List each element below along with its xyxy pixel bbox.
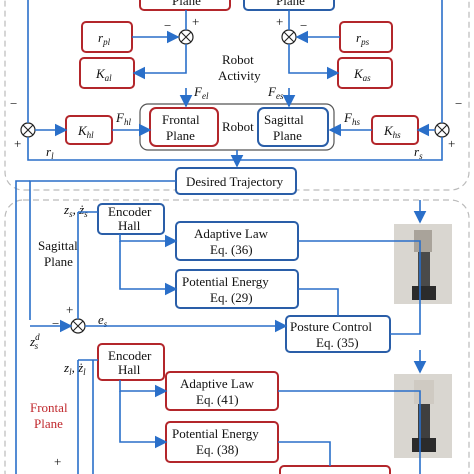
es-label: es [98,312,108,329]
encoder-l-line2: Hall [118,362,141,377]
sagittal-plane-top-label: Plane [276,0,305,8]
sign-plus-s: + [448,136,455,151]
zl-label: zl, żl [63,360,86,377]
adaptive-s-line1: Adaptive Law [194,226,269,241]
sagittal-plane-box [257,107,329,147]
potential-l-line1: Potential Energy [172,426,259,441]
desired-trajectory-label: Desired Trajectory [186,174,284,189]
sign-minus-es: − [52,316,59,331]
frontal-plane-top-label: Plane [172,0,201,8]
f-el-label: Fel [193,84,209,101]
potential-s-line1: Potential Energy [182,274,269,289]
encoder-hall-s-box [97,203,165,235]
potential-l-line2: Eq. (38) [196,442,239,457]
sign-plus-bottom: + [54,454,61,469]
k-hs-label: Khs [383,123,401,140]
robot-activity-line2: Activity [218,68,261,83]
f-hl-label: Fhl [115,110,131,127]
sign-plus-pl: + [192,14,199,29]
encoder-s-line2: Hall [118,218,141,233]
sign-minus-s: − [455,96,462,111]
frontal-plane-line1: Frontal [162,112,200,127]
potential-s-line2: Eq. (29) [210,290,253,305]
frontal-plane-line2: Plane [166,128,195,143]
f-hs-label: Fhs [343,110,360,127]
frontal-side-line1: Frontal [30,400,68,415]
adaptive-s-line2: Eq. (36) [210,242,253,257]
adaptive-l-line2: Eq. (41) [196,392,239,407]
r-s-label: rs [414,144,423,161]
robot-label: Robot [222,119,254,134]
sign-minus-l: − [10,96,17,111]
r-pl-label: rpl [98,30,111,47]
k-as-label: Kas [353,66,371,83]
encoder-s-line1: Encoder [108,204,152,219]
encoder-l-line1: Encoder [108,348,152,363]
sagittal-side-line1: Sagittal [38,238,78,253]
r-ps-label: rps [356,30,370,47]
posture-s-line1: Posture Control [290,319,372,334]
sagittal-side-line2: Plane [44,254,73,269]
k-al-label: Kal [95,66,112,83]
frontal-plane-top-box [139,0,231,11]
sagittal-plane-line2: Plane [273,128,302,143]
sign-minus-ps: − [300,18,307,33]
frontal-side-line2: Plane [34,416,63,431]
posture-control-l-box [279,465,391,474]
sign-plus-es: + [66,302,73,317]
r-l-label: rl [46,144,54,161]
k-hl-label: Khl [77,123,94,140]
posture-s-line2: Eq. (35) [316,335,359,350]
sign-plus-l: + [14,136,21,151]
sign-minus-pl: − [164,18,171,33]
f-es-label: Fes [267,84,284,101]
adaptive-l-line1: Adaptive Law [180,376,255,391]
zs-label: zs, żs [63,202,88,219]
robot-activity-line1: Robot [222,52,254,67]
sagittal-plane-line1: Sagittal [264,112,304,127]
bottom-group-outline [4,199,470,474]
encoder-hall-l-box [97,343,165,381]
sign-plus-ps: + [276,14,283,29]
